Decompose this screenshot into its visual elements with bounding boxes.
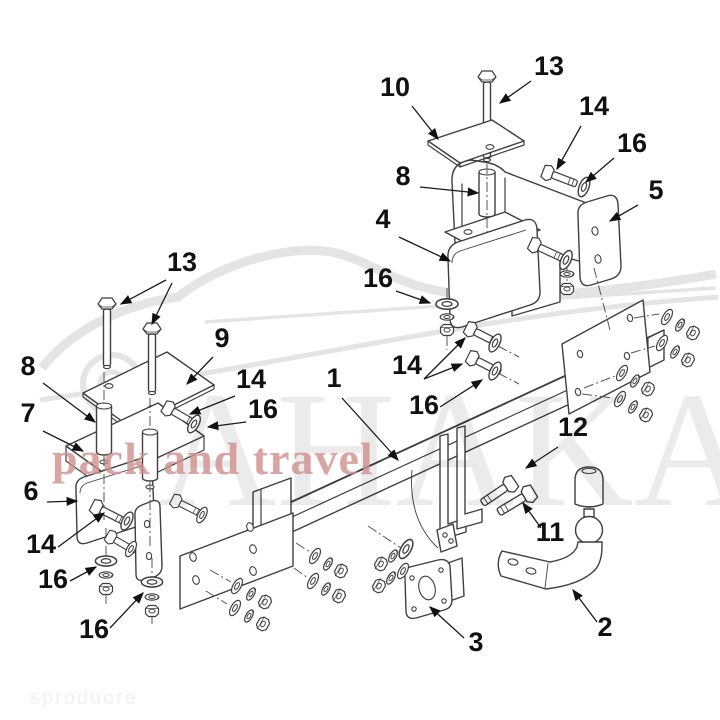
long-bolt-13-left-a [97,297,117,370]
towball [497,466,604,590]
slogan-watermark: pack and travel [52,433,374,484]
long-bolt-13-left-b [142,322,162,396]
callout-leader-2 [572,588,598,623]
part-callout-4-6: 4 [375,204,390,234]
callout-leader-11 [522,501,542,529]
part-callout-2-23: 2 [597,612,612,642]
callout-leader-5 [608,204,639,222]
part-callout-8-5: 8 [395,161,410,191]
callout-leader-10 [411,105,439,141]
callout-leader-3 [429,606,465,639]
socket-plate-3 [403,557,465,620]
left-bracket-assembly [65,297,215,582]
part-callout-14-15: 14 [26,529,56,559]
brand-watermark: AHAKA [157,358,720,541]
part-callout-10-1: 10 [380,72,410,102]
callout-leader-14 [188,395,236,415]
part-callout-14-18: 14 [392,350,422,380]
part-callout-6-14: 6 [23,476,38,506]
callout-leader-13 [119,279,167,305]
callout-leader-16 [585,157,615,183]
towball-cover-cap [574,466,604,508]
part-callout-16-19: 16 [409,390,439,420]
spacer-tube-8-left-a [95,402,113,456]
left-side-plate [179,477,294,610]
part-callout-16-11: 16 [248,394,278,424]
center-tab-plate [134,499,163,582]
callout-leader-6 [46,496,79,506]
anchor-plate-10 [427,119,525,168]
part-callout-8-12: 8 [20,351,35,381]
callout-leader-16 [439,379,484,408]
callout-leader-4 [398,236,452,262]
side-tab-bracket-5 [577,194,622,287]
centerlines [103,164,660,624]
part-callout-1-20: 1 [326,363,341,393]
callout-leader-13 [151,282,173,326]
corner-watermark: sproduore [30,687,138,709]
part-callout-12-21: 12 [558,412,588,442]
part-callout-14-2: 14 [579,91,609,121]
part-callout-14-10: 14 [236,364,266,394]
right-end-plate [561,299,651,415]
callout-leader-9 [186,356,214,385]
part-callout-5-4: 5 [648,175,663,205]
hanger-straps [411,425,483,553]
callout-leader-14 [423,363,464,380]
part-callout-16-7: 16 [363,263,393,293]
part-callout-16-17: 16 [79,614,109,644]
callout-leader-14 [423,337,466,380]
part-callout-13-0: 13 [534,51,564,81]
part-callout-16-3: 16 [617,128,647,158]
callout-leader-14 [556,125,582,171]
part-callout-16-16: 16 [38,564,68,594]
part-callout-3-24: 3 [468,627,483,657]
callout-leader-16 [206,421,247,431]
callout-leader-12 [524,446,559,469]
callout-leader-16 [395,290,432,304]
part-callout-9-9: 9 [214,323,229,353]
towball-neck [497,541,603,590]
callout-leader-1 [341,397,399,461]
callout-leader-14 [57,512,106,548]
callout-leader-16 [69,566,98,582]
bracket-4 [447,218,541,329]
spacer-tube-8-left-b [141,428,159,482]
part-callout-11-22: 11 [536,517,565,547]
callout-leader-13 [498,80,532,104]
part-callout-13-8: 13 [167,247,197,277]
part-callout-7-13: 7 [20,398,35,428]
callout-leader-8 [42,382,97,423]
callout-leader-16 [109,592,144,629]
callout-leader-8 [419,186,480,197]
callout-leader-7 [42,430,85,452]
